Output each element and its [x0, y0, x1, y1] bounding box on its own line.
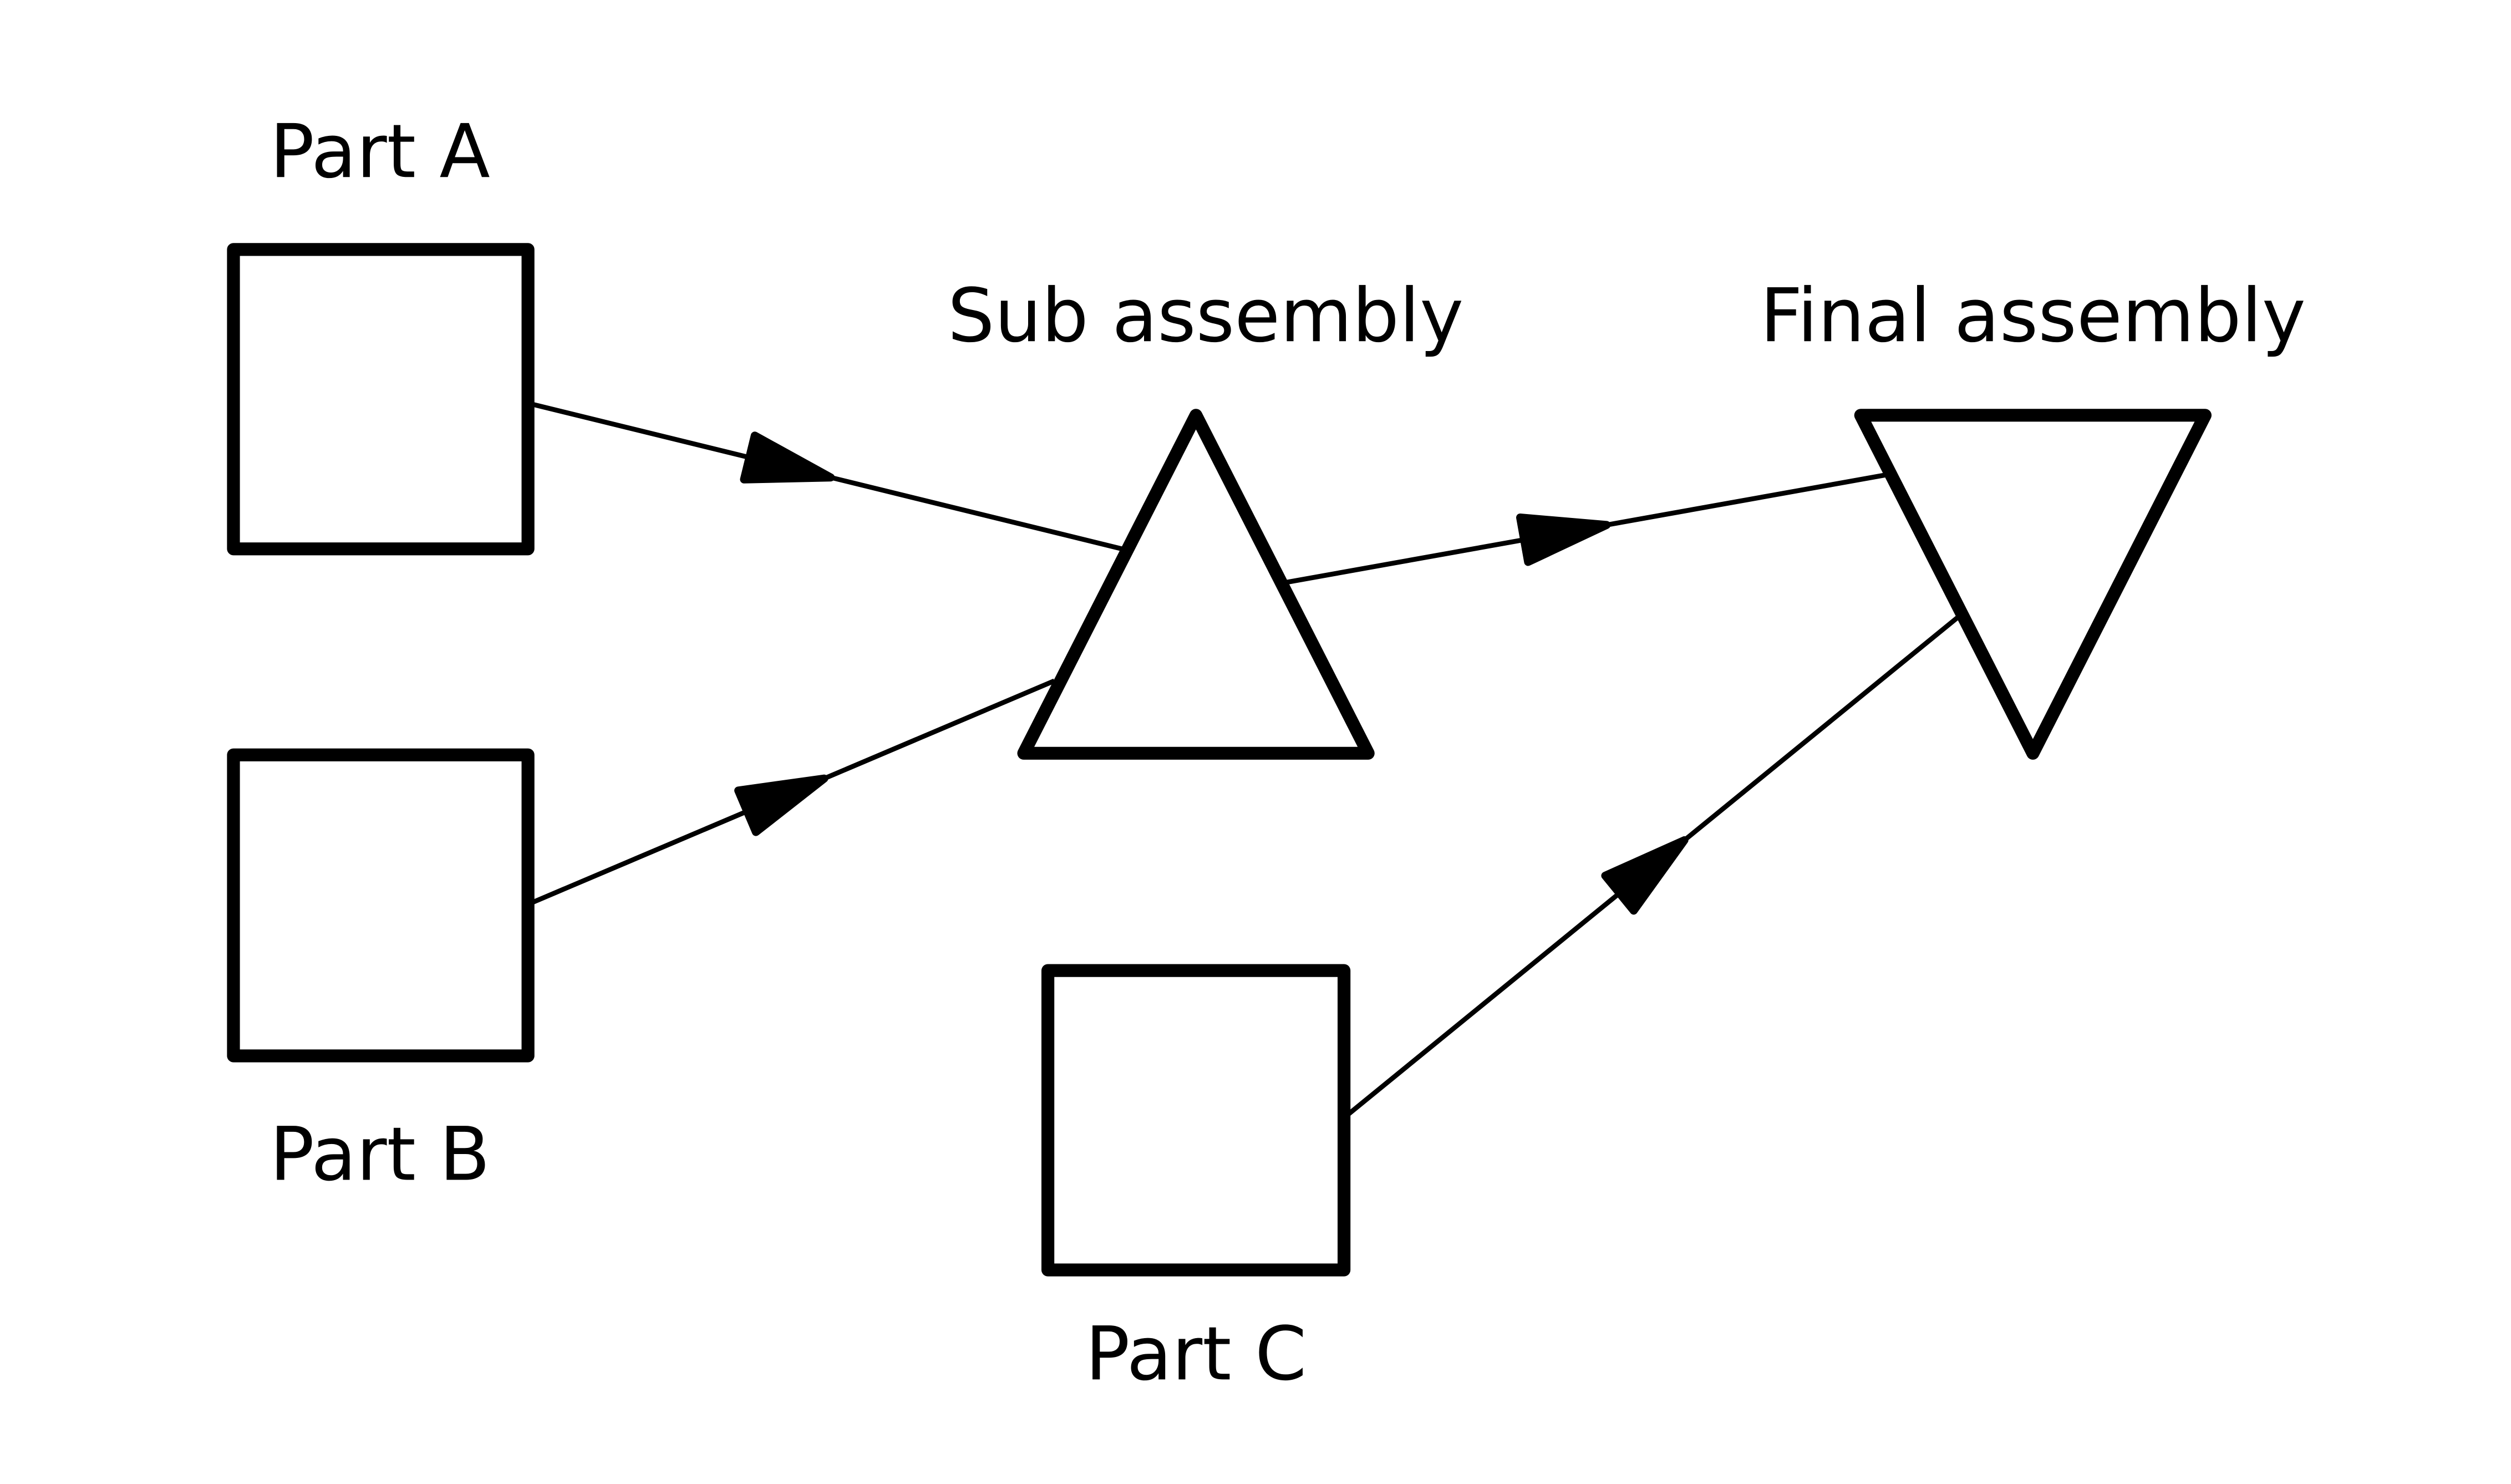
label-part-c: Part C [1085, 1311, 1307, 1397]
label-sub-assembly: Sub assembly [948, 273, 1463, 359]
arrowhead-icon [734, 774, 828, 836]
arrowhead-icon [1601, 836, 1689, 915]
node-part-b [227, 748, 535, 1063]
node-final-assembly [1854, 409, 2212, 760]
label-final-assembly: Final assembly [1760, 273, 2306, 359]
node-part-a [227, 243, 535, 556]
arrowhead-icon [1516, 513, 1611, 566]
node-part-c [1041, 964, 1351, 1277]
label-part-a: Part A [270, 109, 490, 195]
edges [530, 402, 1961, 1116]
label-part-b: Part B [270, 1111, 490, 1197]
node-sub-assembly [1017, 409, 1375, 760]
arrowhead-icon [740, 431, 835, 484]
